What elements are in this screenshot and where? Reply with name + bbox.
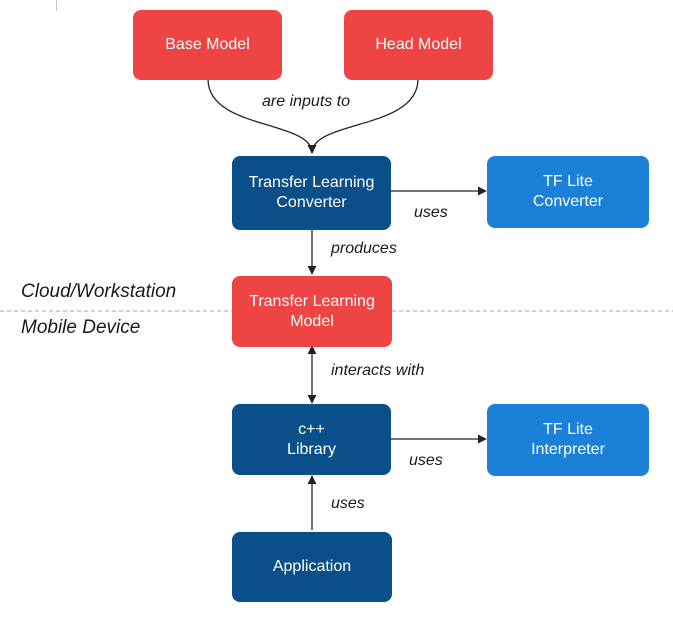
edge-label-interacts-with: interacts with	[331, 362, 425, 379]
node-transfer-learning-converter: Transfer Learning Converter	[232, 156, 391, 230]
edge-label-uses-interpreter: uses	[409, 452, 443, 469]
node-head-model: Head Model	[344, 10, 493, 80]
edge-label-produces: produces	[331, 240, 397, 257]
node-transfer-learning-model: Transfer Learning Model	[232, 276, 392, 347]
region-label-cloud: Cloud/Workstation	[21, 281, 177, 302]
region-label-mobile: Mobile Device	[21, 317, 141, 338]
edge-head-to-converter	[307, 78, 419, 154]
node-cpp-library: c++ Library	[232, 404, 391, 475]
edge-label-uses-application: uses	[331, 495, 365, 512]
corner-tick-mark	[56, 0, 57, 11]
edge-label-uses-converter: uses	[414, 204, 448, 221]
node-tf-lite-converter: TF Lite Converter	[487, 156, 649, 228]
node-application: Application	[232, 532, 392, 602]
node-tf-lite-interpreter: TF Lite Interpreter	[487, 404, 649, 476]
node-base-model: Base Model	[133, 10, 282, 80]
edge-base-to-converter	[207, 78, 317, 154]
edge-label-are-inputs-to: are inputs to	[262, 93, 351, 110]
